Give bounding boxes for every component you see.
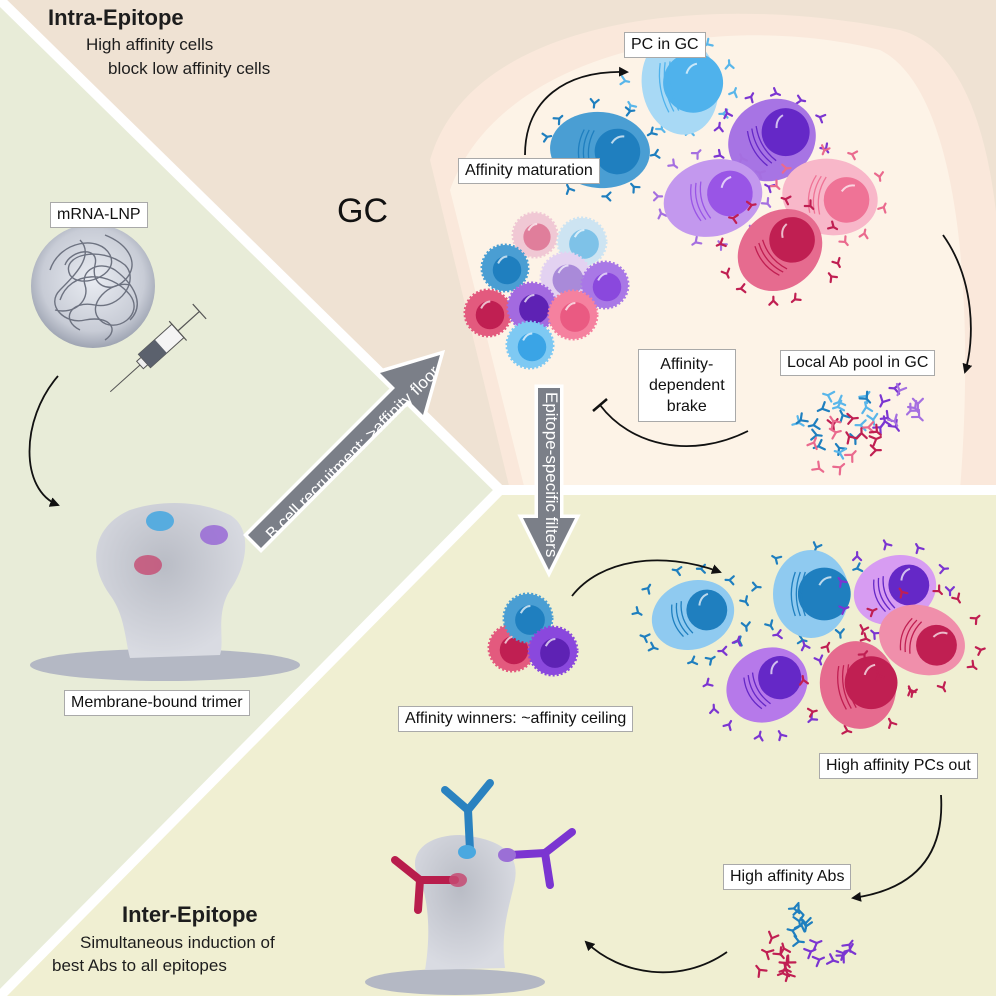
label-membrane-bound-trimer: Membrane-bound trimer <box>64 690 250 716</box>
b-cell-icon <box>507 322 553 368</box>
label-pc-in-gc: PC in GC <box>624 32 706 58</box>
label-local-ab-pool: Local Ab pool in GC <box>780 350 935 376</box>
gc-label: GC <box>337 192 388 231</box>
label-affinity-winners: Affinity winners: ~affinity ceiling <box>398 706 633 732</box>
label-mrna-lnp: mRNA-LNP <box>50 202 148 228</box>
filter-arrow-label: Epitope-specific filters <box>541 392 561 557</box>
inter-epitope-line1: Simultaneous induction of <box>80 932 275 953</box>
b-cell-icon <box>465 290 511 336</box>
brake-line3: brake <box>649 396 725 417</box>
intra-epitope-line2: block low affinity cells <box>108 58 270 79</box>
label-affinity-dependent-brake: Affinity- dependent brake <box>638 349 736 422</box>
brake-line1: Affinity- <box>649 354 725 375</box>
intra-epitope-title: Intra-Epitope <box>48 5 184 31</box>
label-high-affinity-pcs-out: High affinity PCs out <box>819 753 978 779</box>
label-affinity-maturation: Affinity maturation <box>458 158 600 184</box>
inter-epitope-line2: best Abs to all epitopes <box>52 955 227 976</box>
b-cell-icon <box>549 291 597 339</box>
b-cell-icon <box>529 627 577 675</box>
lnp-particle-icon <box>31 224 155 348</box>
inter-epitope-title: Inter-Epitope <box>122 902 258 928</box>
intra-epitope-line1: High affinity cells <box>86 34 213 55</box>
label-high-affinity-abs: High affinity Abs <box>723 864 851 890</box>
brake-line2: dependent <box>649 375 725 396</box>
